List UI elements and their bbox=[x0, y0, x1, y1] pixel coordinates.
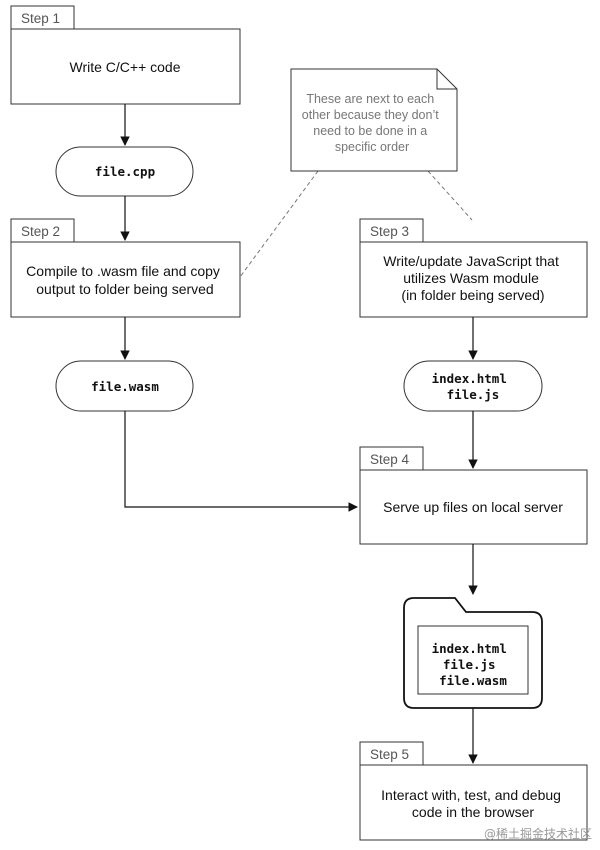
note-shape bbox=[290, 68, 458, 172]
watermark: @稀土掘金技术社区 bbox=[484, 826, 592, 841]
folder-files-label: index.html file.js file.wasm bbox=[432, 641, 515, 688]
step-4: Step 4 Serve up files on local server bbox=[359, 446, 588, 545]
note-text: These are next to each other because the… bbox=[302, 92, 442, 154]
step-3-text: Write/update JavaScript that utilizes Wa… bbox=[383, 253, 563, 303]
folder-contents-box bbox=[417, 625, 529, 695]
step-2-text: Compile to .wasm file and copy output to… bbox=[26, 263, 224, 297]
step-1-tab-label: Step 1 bbox=[21, 11, 60, 26]
step-5: Step 5 Interact with, test, and debug co… bbox=[359, 741, 588, 841]
step-4-text: Serve up files on local server bbox=[383, 499, 563, 515]
file-wasm-label: file.wasm bbox=[91, 379, 159, 394]
note-fold bbox=[436, 69, 457, 90]
file-cpp-terminal: file.cpp bbox=[55, 146, 194, 197]
file-wasm-terminal: file.wasm bbox=[55, 360, 194, 412]
served-folder: index.html file.js file.wasm bbox=[403, 597, 543, 709]
step-5-tab-label: Step 5 bbox=[370, 747, 409, 762]
note: These are next to each other because the… bbox=[290, 68, 458, 172]
js-files-terminal: index.html file.js bbox=[403, 360, 543, 412]
step-3: Step 3 Write/update JavaScript that util… bbox=[359, 218, 588, 318]
step-2-box bbox=[10, 241, 241, 318]
step-4-box bbox=[359, 469, 588, 545]
step-5-text: Interact with, test, and debug code in t… bbox=[381, 787, 565, 820]
file-cpp-label: file.cpp bbox=[95, 164, 155, 179]
note-connector-left bbox=[239, 170, 319, 278]
step-3-box bbox=[359, 241, 588, 318]
step-3-tab-label: Step 3 bbox=[370, 224, 409, 239]
js-files-label: index.html file.js bbox=[432, 371, 515, 402]
step-4-tab-label: Step 4 bbox=[370, 452, 410, 467]
step-2: Step 2 Compile to .wasm file and copy ou… bbox=[10, 218, 241, 318]
step-5-box bbox=[359, 764, 588, 841]
step-1-box bbox=[10, 28, 241, 105]
note-connector-right bbox=[427, 170, 473, 221]
arrow-wasm-to-step4 bbox=[124, 411, 358, 512]
step-1-text: Write C/C++ code bbox=[69, 59, 180, 75]
step-1: Step 1 Write C/C++ code bbox=[10, 5, 241, 105]
step-2-tab-label: Step 2 bbox=[21, 224, 60, 239]
